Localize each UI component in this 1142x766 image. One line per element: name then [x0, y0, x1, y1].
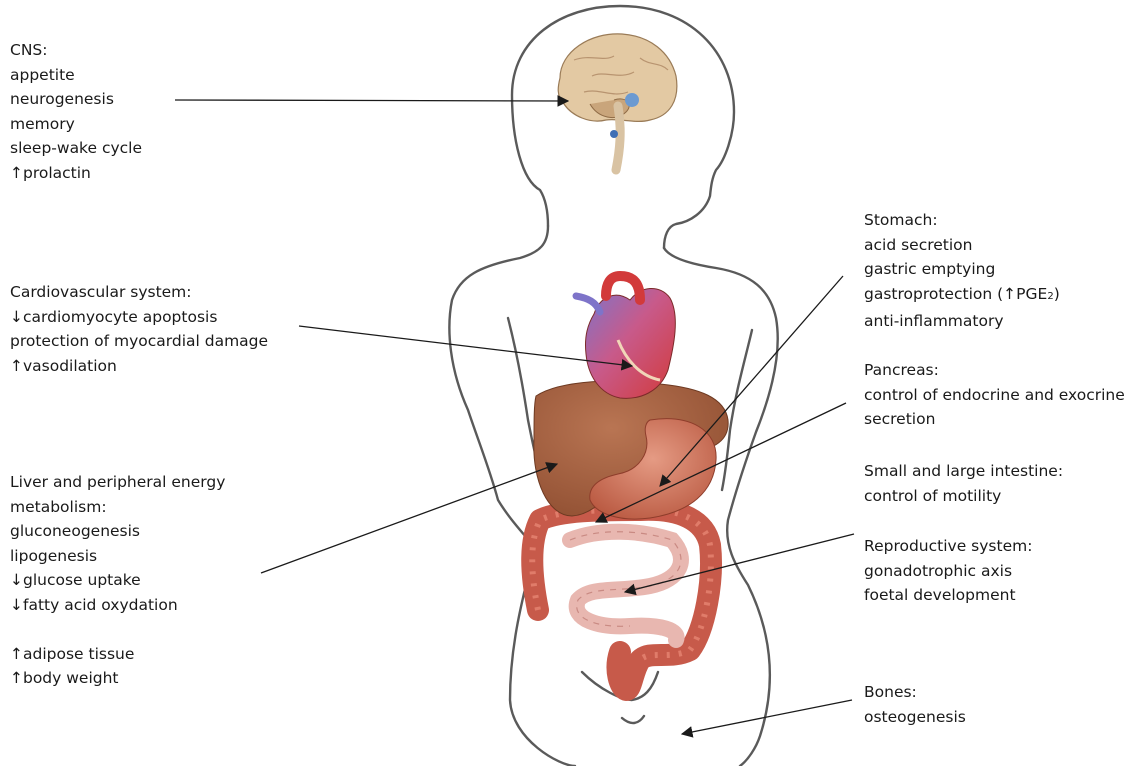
- repro-annotation: Reproductive system: gonadotrophic axis …: [864, 534, 1032, 608]
- pge-close: ): [1054, 285, 1060, 303]
- intestine-annotation: Small and large intestine: control of mo…: [864, 459, 1063, 508]
- spacer: [10, 617, 225, 642]
- liver-annotation: Liver and peripheral energy metabolism: …: [10, 470, 225, 691]
- gastroprotection-text: gastroprotection (↑PGE: [864, 285, 1047, 303]
- pancreas-title: Pancreas:: [864, 358, 1125, 383]
- arrow-liver: [261, 464, 557, 573]
- liver-item: lipogenesis: [10, 544, 225, 569]
- pancreas-item: secretion: [864, 407, 1125, 432]
- cardio-title: Cardiovascular system:: [10, 280, 268, 305]
- bones-annotation: Bones: osteogenesis: [864, 680, 966, 729]
- cns-item: ↑prolactin: [10, 161, 142, 186]
- liver-extra-item: ↑adipose tissue: [10, 642, 225, 667]
- arrow-cardio: [299, 326, 632, 366]
- heart-illustration: [576, 276, 675, 398]
- stomach-item: anti-inflammatory: [864, 309, 1060, 334]
- liver-extra-item: ↑body weight: [10, 666, 225, 691]
- cardio-item: ↓cardiomyocyte apoptosis: [10, 305, 268, 330]
- bones-title: Bones:: [864, 680, 966, 705]
- pancreas-annotation: Pancreas: control of endocrine and exocr…: [864, 358, 1125, 432]
- repro-title: Reproductive system:: [864, 534, 1032, 559]
- brain-illustration: [558, 34, 677, 170]
- stomach-title: Stomach:: [864, 208, 1060, 233]
- liver-title-line2: metabolism:: [10, 495, 225, 520]
- pancreas-item: control of endocrine and exocrine: [864, 383, 1125, 408]
- cardio-annotation: Cardiovascular system: ↓cardiomyocyte ap…: [10, 280, 268, 378]
- cns-title: CNS:: [10, 38, 142, 63]
- intestine-illustration: [532, 510, 711, 690]
- cns-annotation: CNS: appetite neurogenesis memory sleep-…: [10, 38, 142, 185]
- stomach-item: gastric emptying: [864, 257, 1060, 282]
- cardio-item: ↑vasodilation: [10, 354, 268, 379]
- cns-item: appetite: [10, 63, 142, 88]
- intestine-title: Small and large intestine:: [864, 459, 1063, 484]
- intestine-item: control of motility: [864, 484, 1063, 509]
- arrow-cns: [175, 100, 568, 101]
- cardio-item: protection of myocardial damage: [10, 329, 268, 354]
- stomach-item-gastroprotection: gastroprotection (↑PGE2): [864, 282, 1060, 310]
- cns-item: neurogenesis: [10, 87, 142, 112]
- stomach-annotation: Stomach: acid secretion gastric emptying…: [864, 208, 1060, 334]
- liver-item: ↓fatty acid oxydation: [10, 593, 225, 618]
- bones-item: osteogenesis: [864, 705, 966, 730]
- repro-item: gonadotrophic axis: [864, 559, 1032, 584]
- cns-item: sleep-wake cycle: [10, 136, 142, 161]
- repro-item: foetal development: [864, 583, 1032, 608]
- liver-item: gluconeogenesis: [10, 519, 225, 544]
- arrow-stomach: [660, 276, 843, 486]
- stomach-item: acid secretion: [864, 233, 1060, 258]
- liver-item: ↓glucose uptake: [10, 568, 225, 593]
- cns-item: memory: [10, 112, 142, 137]
- liver-title-line1: Liver and peripheral energy: [10, 470, 225, 495]
